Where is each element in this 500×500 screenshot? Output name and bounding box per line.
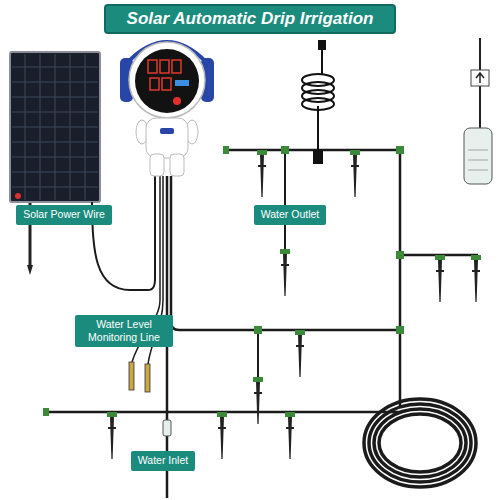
- end-cap: [223, 146, 229, 154]
- solar-wire: [92, 176, 155, 290]
- tube-coil: [364, 399, 476, 487]
- drip-stake: [217, 412, 227, 459]
- tube-coil: [374, 409, 466, 477]
- drip-tube: [284, 150, 286, 250]
- tee-fitting: [281, 146, 289, 154]
- end-cap: [43, 408, 49, 416]
- solar-panel: [10, 52, 100, 202]
- cable: [318, 50, 322, 150]
- water-filter: [464, 128, 492, 184]
- banner-title: Solar Automatic Drip Irrigation: [127, 9, 374, 29]
- controller-leg: [150, 154, 164, 176]
- drip-stake: [435, 255, 445, 302]
- drip-stake: [280, 249, 290, 296]
- display-segment: [160, 60, 169, 73]
- drip-stake: [253, 377, 263, 424]
- power-button: [173, 97, 181, 105]
- callout-label: Water Outlet: [254, 205, 327, 224]
- drip-tube: [228, 150, 400, 408]
- check-valve: [471, 70, 489, 86]
- display-segment: [150, 78, 159, 90]
- panel-stake-tip: [27, 265, 33, 275]
- battery-bar: [175, 80, 189, 86]
- title-banner: [105, 5, 395, 33]
- drip-stake: [471, 255, 481, 302]
- controller-display: [135, 49, 199, 113]
- flow-arrow: [476, 73, 484, 83]
- cable-coil: [302, 98, 334, 110]
- callout-label: Solar Power Wire: [16, 205, 112, 224]
- controller-body: [146, 118, 188, 158]
- tube-coil: [379, 414, 461, 472]
- cable-plug: [318, 40, 326, 50]
- callout-label: Water Level Monitoring Line: [75, 315, 173, 347]
- tube-coil: [369, 404, 471, 482]
- drip-stake: [285, 412, 295, 459]
- sensor-probe: [129, 362, 134, 390]
- body-accent: [160, 128, 174, 134]
- label-text: Water Inlet: [138, 454, 188, 467]
- display-segment: [172, 60, 181, 73]
- controller-head: [129, 42, 205, 118]
- tee-fitting: [254, 326, 262, 334]
- drip-stake: [107, 412, 117, 459]
- panel-switch: [15, 193, 21, 199]
- cable-plug: [313, 150, 323, 164]
- display-segment: [162, 78, 171, 90]
- tee-fitting: [396, 146, 404, 154]
- tee-fitting: [396, 326, 404, 334]
- label-text: Solar Power Wire: [23, 208, 105, 221]
- inlet-filter: [163, 420, 171, 436]
- drip-tube: [257, 330, 259, 378]
- tee-fitting: [396, 251, 404, 259]
- label-text: Water Level Monitoring Line: [82, 318, 166, 344]
- display-segment: [148, 60, 157, 73]
- controller-leg: [170, 154, 184, 176]
- sensor-probe: [145, 364, 150, 392]
- drip-stake: [350, 150, 360, 197]
- callout-label: Water Inlet: [131, 451, 195, 470]
- drip-stake: [295, 330, 305, 377]
- label-text: Water Outlet: [261, 208, 320, 221]
- solar-cells: [12, 54, 98, 200]
- title-holder: Solar Automatic Drip Irrigation: [105, 5, 395, 33]
- drip-stake: [257, 150, 267, 197]
- filter-mesh: [468, 150, 488, 170]
